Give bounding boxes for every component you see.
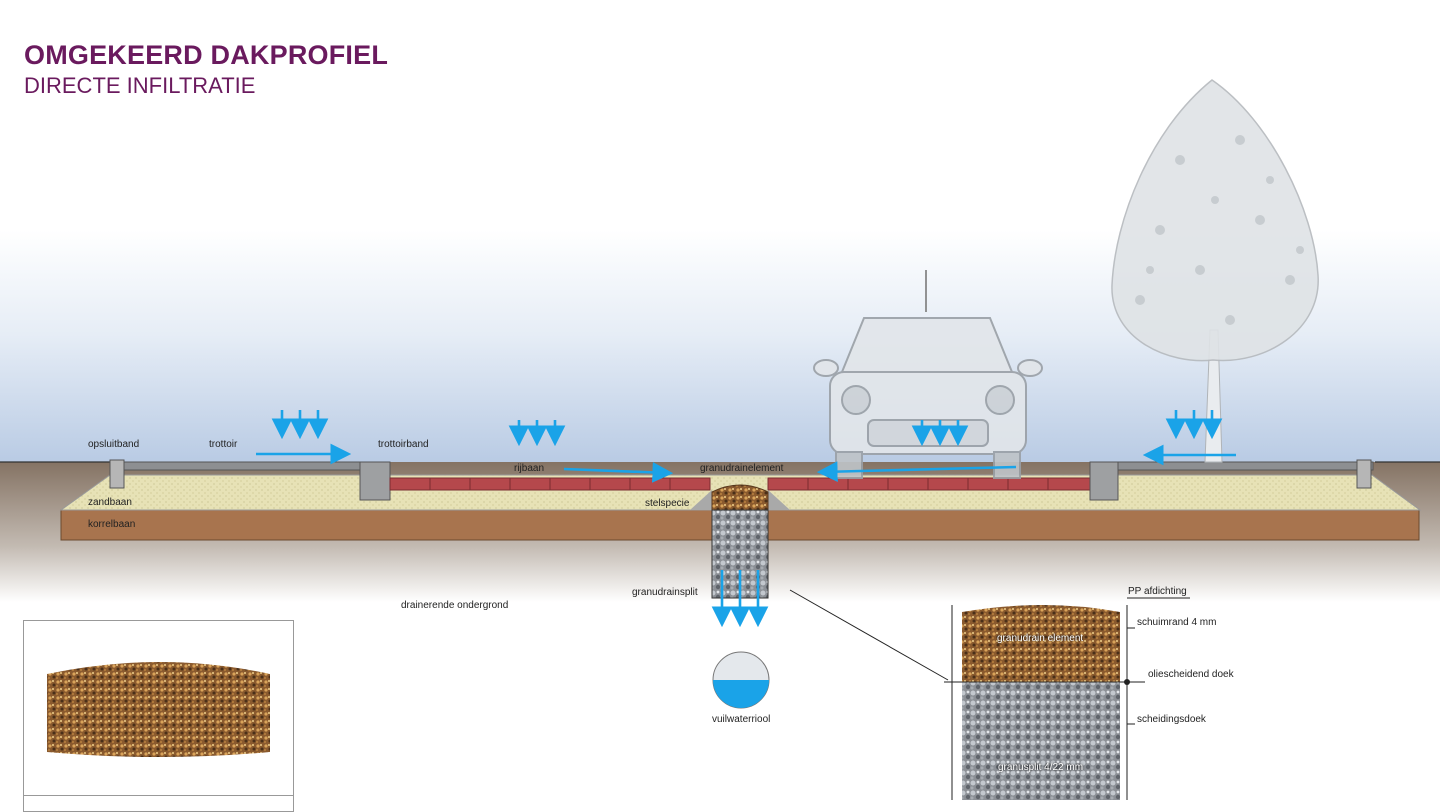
- label-stelspecie: stelspecie: [645, 498, 690, 509]
- label-trottoirband: trottoirband: [378, 439, 429, 450]
- label-korrelbaan: korrelbaan: [88, 519, 136, 530]
- label-schuimrand: schuimrand 4 mm: [1137, 617, 1217, 628]
- label-granudrain-element-detail: granudrain element: [997, 633, 1084, 644]
- label-opsluitband: opsluitband: [88, 439, 140, 450]
- vuilwaterriool-pipe: [712, 651, 770, 709]
- label-trottoir: trottoir: [209, 439, 238, 450]
- rain-arrows: [271, 410, 1223, 447]
- runoff-arrows: [256, 443, 1236, 483]
- trottoir-left-paving: [109, 461, 363, 471]
- detail-connector: [789, 589, 949, 681]
- inset-panel: [23, 620, 294, 812]
- label-granudrainelement: granudrainelement: [700, 463, 784, 474]
- granudrain-element: [711, 484, 769, 511]
- label-scheidingsdoek: scheidingsdoek: [1137, 714, 1206, 725]
- inset-divider: [23, 795, 293, 796]
- label-granusplit: granusplit 4/22 mm: [998, 762, 1084, 773]
- label-drainerende-ondergrond: drainerende ondergrond: [401, 600, 509, 611]
- label-pp-afdichting: PP afdichting: [1128, 586, 1187, 597]
- page-title: OMGEKEERD DAKPROFIEL: [24, 40, 389, 70]
- trottoirband-left: [359, 461, 391, 501]
- opsluitband-right: [1356, 459, 1372, 489]
- detail-section: [944, 597, 1190, 800]
- infiltration-arrows: [711, 570, 769, 628]
- trottoir-right-paving: [1117, 461, 1374, 471]
- label-rijbaan: rijbaan: [514, 463, 545, 474]
- label-vuilwaterriool: vuilwaterriool: [712, 714, 771, 725]
- label-granudrainsplit: granudrainsplit: [632, 587, 698, 598]
- opsluitband-left: [109, 459, 125, 489]
- label-oliescheidend-doek: oliescheidend doek: [1148, 669, 1234, 680]
- tree-illustration: [1111, 79, 1319, 463]
- page-subtitle: DIRECTE INFILTRATIE: [24, 73, 256, 98]
- trottoirband-right: [1089, 461, 1119, 501]
- inset-gravel-sample: [47, 662, 270, 757]
- rijbaan-right-paving: [767, 477, 1091, 491]
- label-zandbaan: zandbaan: [88, 497, 132, 508]
